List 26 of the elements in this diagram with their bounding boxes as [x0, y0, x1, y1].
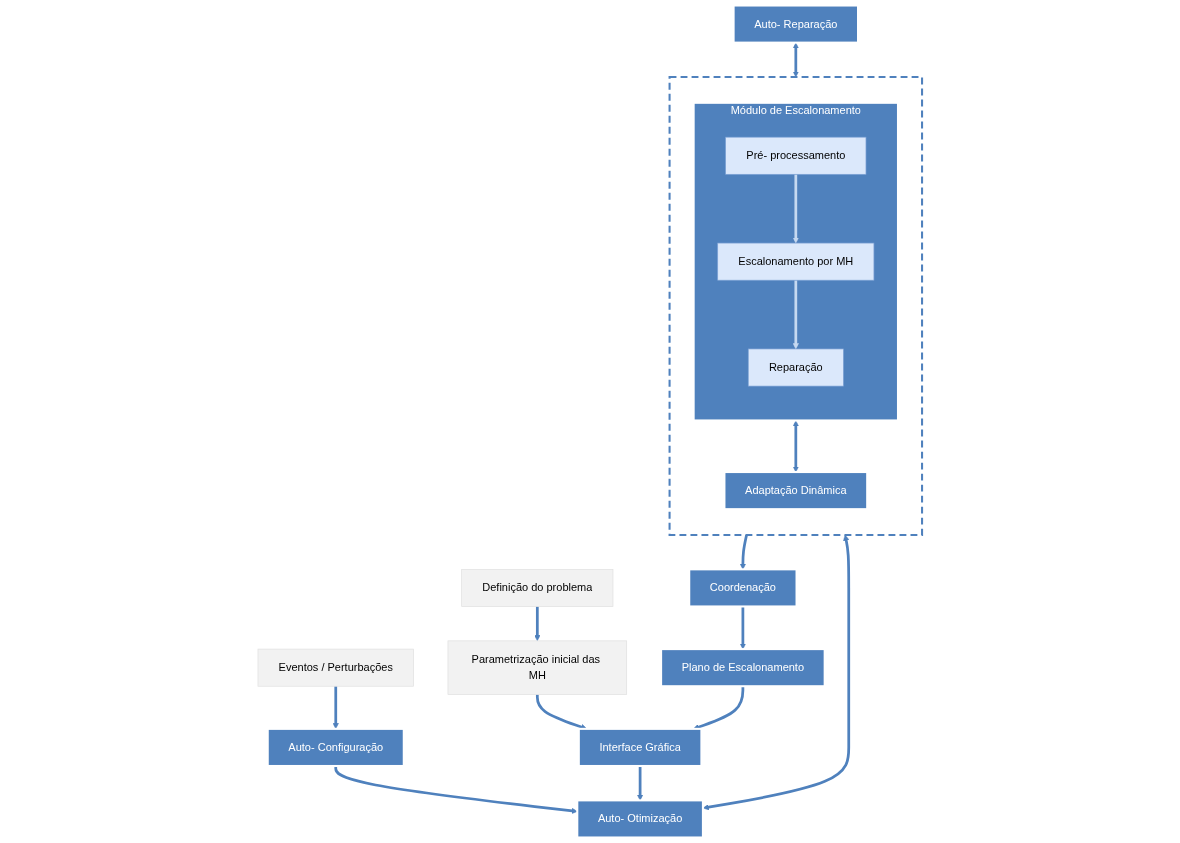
arrow	[739, 606, 746, 650]
node-box: Auto- Reparação	[732, 4, 860, 44]
node-box: Interface Gráfica	[577, 727, 703, 767]
node-box: Definição do problema	[461, 569, 614, 607]
arrow	[693, 686, 745, 730]
node-box: Auto- Otimização	[576, 799, 704, 839]
arrow	[702, 534, 851, 811]
arrow	[637, 766, 644, 801]
arrow	[535, 694, 587, 730]
arrow	[534, 606, 541, 642]
node-box: Escalonamento por MH	[717, 242, 875, 281]
node-box: Adaptação Dinâmica	[723, 471, 869, 511]
node-box: Plano de Escalonamento	[660, 648, 826, 688]
cluster	[668, 76, 924, 536]
node-box: Parametrização inicial das MH	[447, 640, 628, 695]
node-box: Coordenação	[688, 568, 798, 608]
arrow	[792, 420, 799, 473]
arrow	[792, 280, 799, 350]
node-box: Reparação	[747, 348, 844, 387]
arrow	[334, 766, 578, 814]
node-box: Auto- Configuração	[266, 727, 405, 767]
arrow	[792, 42, 799, 78]
arrow	[739, 534, 748, 570]
node-box: Eventos / Perturbações	[257, 648, 414, 687]
arrow	[792, 174, 799, 244]
node-box: Pré- processamento	[725, 136, 867, 175]
